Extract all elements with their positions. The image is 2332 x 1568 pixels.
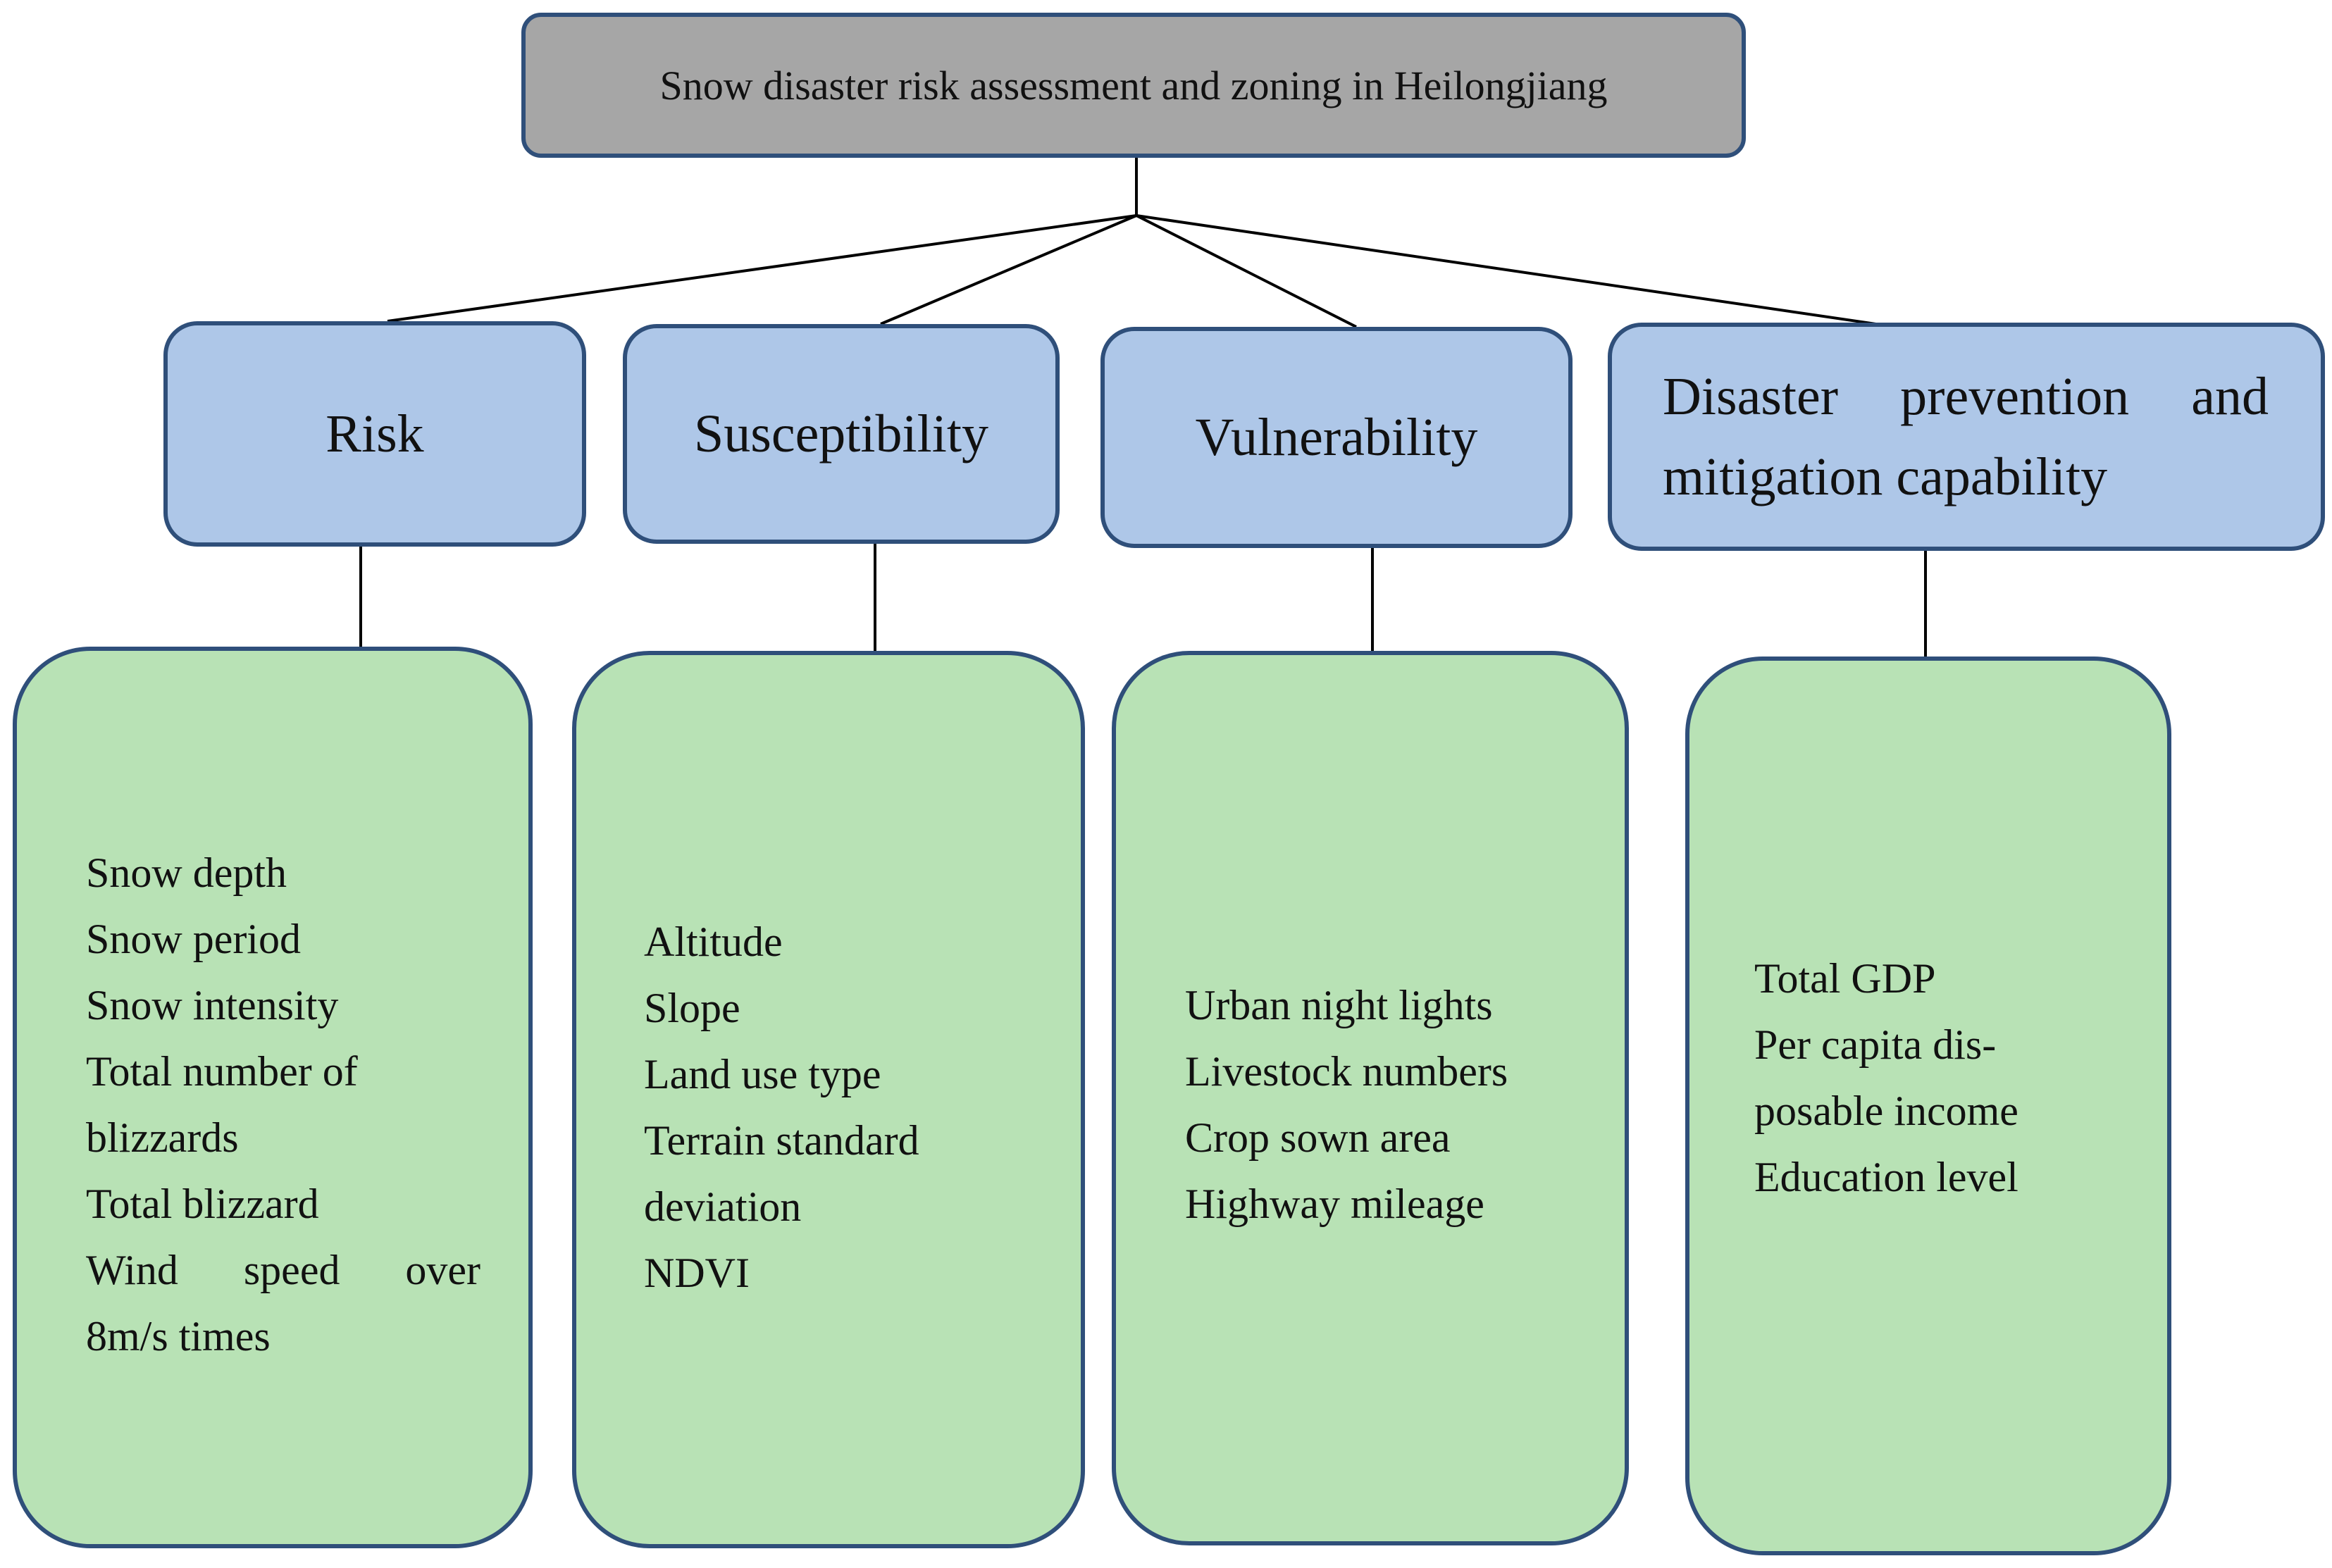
indicator-item: Total GDP: [1754, 955, 1936, 1002]
indicator-item: Total number of: [86, 1048, 358, 1095]
indicator-item: Snow intensity: [86, 982, 339, 1028]
root-label: Snow disaster risk assessment and zoning…: [659, 62, 1608, 108]
category-susceptibility-label: Susceptibility: [694, 404, 988, 463]
indicator-item: Slope: [644, 985, 740, 1031]
indicator-list-susceptibility: Altitude Slope Land use type Terrain sta…: [644, 909, 1053, 1306]
indicator-list-vulnerability: Urban night lights Livestock numbers Cro…: [1185, 972, 1608, 1237]
connector-root-to-risk: [387, 214, 1137, 323]
category-vulnerability: Vulnerability: [1100, 327, 1573, 548]
category-susceptibility: Susceptibility: [623, 324, 1060, 544]
connector-root-to-vulnerability: [1136, 214, 1357, 328]
indicator-item: Land use type: [644, 1051, 881, 1097]
category-risk-label: Risk: [325, 404, 424, 463]
indicators-risk: Snow depth Snow period Snow intensity To…: [13, 647, 533, 1548]
connector-root-to-susceptibility: [880, 214, 1137, 325]
indicator-item: blizzards: [86, 1114, 239, 1161]
indicator-item: Snow period: [86, 916, 301, 962]
indicators-disaster-prevention-mitigation: Total GDP Per capita dis- posable income…: [1685, 657, 2171, 1555]
indicator-item: Snow depth: [86, 850, 287, 896]
indicator-list-risk: Snow depth Snow period Snow intensity To…: [86, 840, 480, 1369]
indicators-vulnerability: Urban night lights Livestock numbers Cro…: [1112, 651, 1629, 1545]
indicator-item: posable income: [1754, 1088, 2018, 1134]
indicator-list-disaster-prevention-mitigation: Total GDP Per capita dis- posable income…: [1754, 945, 2149, 1210]
indicator-item: Crop sown area: [1185, 1114, 1451, 1161]
category-vulnerability-label: Vulnerability: [1195, 407, 1478, 467]
indicator-item: Altitude: [644, 919, 783, 965]
root-node: Snow disaster risk assessment and zoning…: [521, 13, 1746, 158]
indicator-item: 8m/s times: [86, 1313, 271, 1359]
indicator-item: Terrain standard: [644, 1117, 919, 1164]
connector-root-to-capability: [1136, 214, 1896, 328]
indicator-item: NDVI: [644, 1250, 750, 1296]
category-risk: Risk: [163, 321, 586, 547]
indicator-item: Livestock numbers: [1185, 1048, 1508, 1095]
indicators-susceptibility: Altitude Slope Land use type Terrain sta…: [572, 651, 1085, 1548]
indicator-item: Wind speed over: [86, 1247, 480, 1293]
indicator-item: Highway mileage: [1185, 1181, 1484, 1227]
indicator-item: Urban night lights: [1185, 982, 1493, 1028]
indicator-item: Education level: [1754, 1154, 2018, 1200]
indicator-item: deviation: [644, 1183, 802, 1230]
indicator-item: Total blizzard: [86, 1181, 319, 1227]
category-disaster-prevention-mitigation: Disaster prevention and mitigation capab…: [1608, 323, 2325, 551]
category-disaster-prevention-mitigation-label: Disaster prevention and mitigation capab…: [1663, 367, 2269, 506]
indicator-item: Per capita dis-: [1754, 1021, 1997, 1068]
